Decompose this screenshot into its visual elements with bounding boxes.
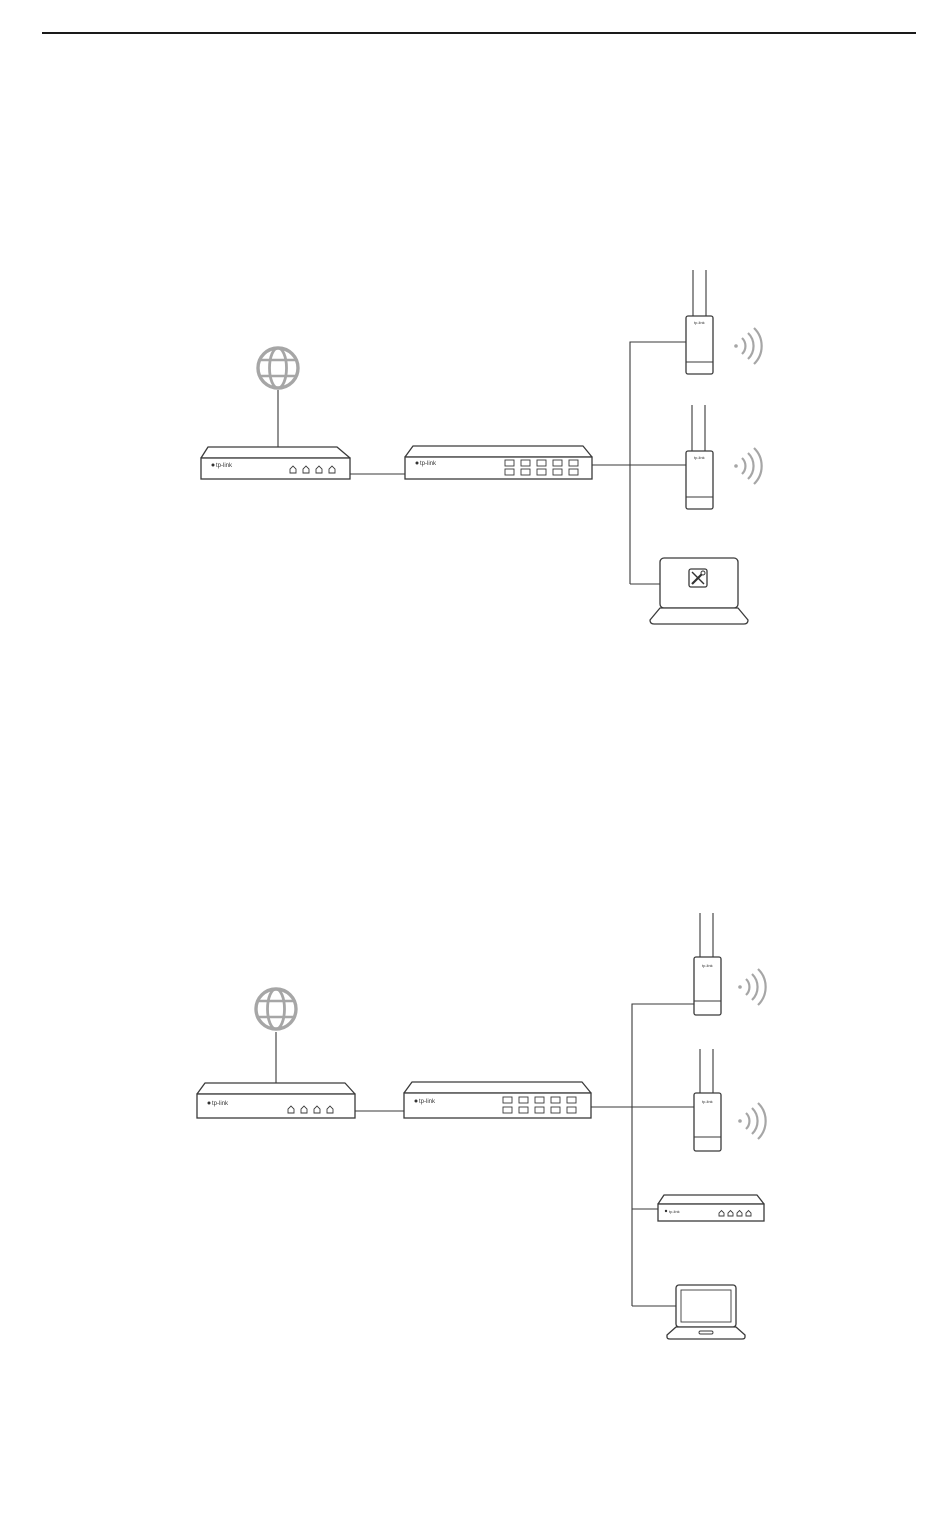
ap2-logo: tp-link	[702, 1099, 713, 1104]
access-point-2: tp-link	[694, 1049, 721, 1151]
ap2-logo: tp-link	[694, 455, 705, 460]
diagram-2-svg: tp-link tp-link tp-link	[0, 895, 950, 1355]
controller-device: tp-link	[658, 1195, 764, 1221]
tp-link-logo-icon	[415, 1100, 418, 1103]
wifi-signal-icon	[738, 1103, 765, 1139]
internet-globe-icon	[258, 348, 298, 388]
switch-logo: tp-link	[419, 1099, 436, 1105]
controller-logo: tp-link	[669, 1209, 680, 1214]
tp-link-logo-icon	[665, 1210, 667, 1212]
controller-laptop	[650, 558, 748, 624]
ap1-logo: tp-link	[702, 963, 713, 968]
laptop	[667, 1285, 745, 1339]
router: tp-link	[197, 1083, 355, 1118]
tp-link-logo-icon	[416, 462, 419, 465]
wifi-signal-icon	[734, 448, 761, 484]
network-diagram-2: tp-link tp-link tp-link	[0, 895, 950, 1315]
access-point-1: tp-link	[686, 270, 713, 374]
network-diagram-1: tp-link tp-link tp-link	[0, 250, 950, 670]
tools-icon	[689, 569, 707, 587]
ap1-branch-cable	[630, 342, 686, 584]
tp-link-logo-icon	[208, 1102, 211, 1105]
router-logo: tp-link	[212, 1101, 229, 1107]
access-point-2: tp-link	[686, 405, 713, 509]
ap1-branch-cable	[632, 1004, 694, 1306]
top-rule	[42, 32, 916, 34]
router: tp-link	[201, 447, 350, 479]
switch: tp-link	[404, 1082, 591, 1118]
tp-link-logo-icon	[212, 464, 215, 467]
diagram-1-svg: tp-link tp-link tp-link	[0, 250, 950, 670]
wifi-signal-icon	[734, 328, 761, 364]
switch: tp-link	[405, 446, 592, 479]
wifi-signal-icon	[738, 969, 765, 1005]
router-logo: tp-link	[216, 463, 233, 469]
access-point-1: tp-link	[694, 913, 721, 1015]
internet-globe-icon	[256, 989, 296, 1029]
switch-logo: tp-link	[420, 461, 437, 467]
ap1-logo: tp-link	[694, 320, 705, 325]
